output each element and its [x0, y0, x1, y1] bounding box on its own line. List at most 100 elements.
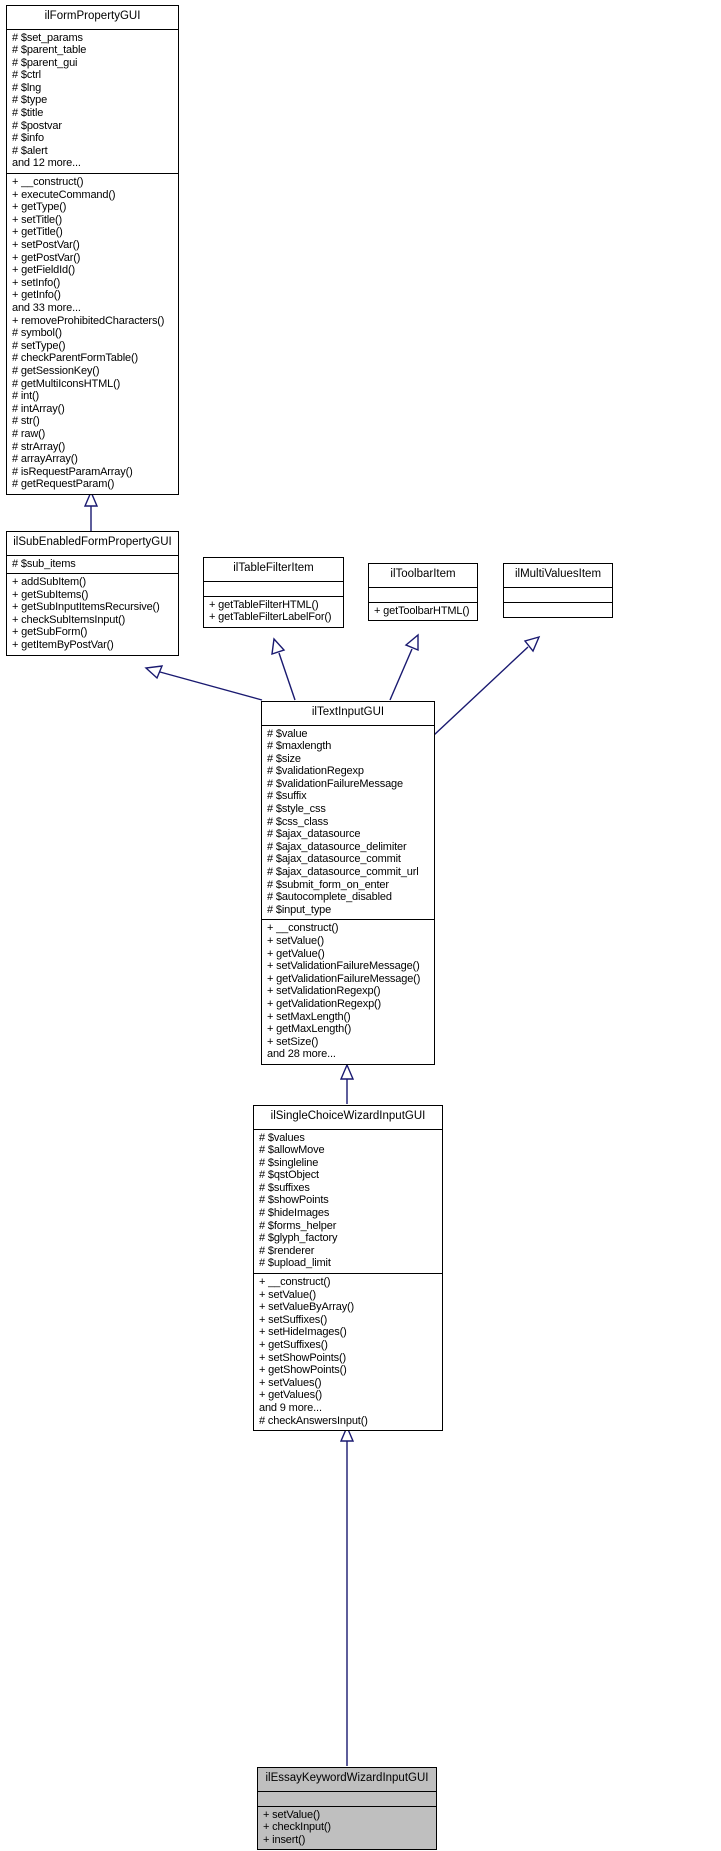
method-row: + setValue() — [267, 935, 324, 948]
method-more-row: and 33 more... — [12, 301, 81, 314]
edge-singlechoice-to-textinput — [339, 1063, 355, 1104]
method-row: + getSubInputItemsRecursive() — [12, 601, 160, 614]
attribute-row: # $value — [267, 727, 308, 740]
method-row: + getItemByPostVar() — [12, 639, 114, 652]
method-row: + getInfo() — [12, 289, 61, 302]
attribute-row: # $size — [267, 752, 301, 765]
method-row: + removeProhibitedCharacters() — [12, 314, 165, 327]
method-more-row: and 28 more... — [267, 1048, 336, 1061]
attribute-row: # $info — [12, 132, 44, 145]
method-row: # str() — [12, 415, 40, 428]
method-row: + __construct() — [259, 1276, 331, 1289]
edge-subenabled-to-formproperty — [83, 490, 99, 531]
class-title: ilTextInputGUI — [262, 702, 434, 726]
method-row: # intArray() — [12, 402, 65, 415]
class-title: ilSubEnabledFormPropertyGUI — [7, 532, 178, 556]
method-row: + getToolbarHTML() — [374, 604, 470, 617]
class-methods-empty — [504, 603, 612, 617]
method-row: # getMultiIconsHTML() — [12, 377, 121, 390]
method-row: + getPostVar() — [12, 251, 81, 264]
method-row: + getMaxLength() — [267, 1023, 352, 1036]
class-title: ilFormPropertyGUI — [7, 6, 178, 30]
method-row: # symbol() — [12, 327, 62, 340]
class-methods: + __construct() + setValue() + getValue(… — [262, 920, 434, 1064]
method-more-row: and 9 more... — [259, 1401, 322, 1414]
method-row: # setType() — [12, 339, 66, 352]
attribute-row: # $ajax_datasource_delimiter — [267, 840, 407, 853]
method-row: + setValues() — [259, 1376, 322, 1389]
class-node-ilSubEnabledFormPropertyGUI[interactable]: ilSubEnabledFormPropertyGUI # $sub_items… — [6, 531, 179, 656]
class-title: ilMultiValuesItem — [504, 564, 612, 588]
method-row: + setShowPoints() — [259, 1351, 347, 1364]
class-attributes: # $set_params # $parent_table # $parent_… — [7, 30, 178, 175]
method-row: + setValidationFailureMessage() — [267, 960, 420, 973]
attribute-row: # $input_type — [267, 903, 332, 916]
edge-textinput-to-tablefilteritem — [271, 637, 296, 701]
attribute-row: # $alert — [12, 144, 48, 157]
class-methods: + getToolbarHTML() — [369, 603, 477, 621]
attribute-row: # $validationRegexp — [267, 765, 364, 778]
method-row: + getFieldId() — [12, 264, 76, 277]
class-methods: + setValue() + checkInput() + insert() — [258, 1807, 436, 1850]
method-row: + checkSubItemsInput() — [12, 613, 126, 626]
class-title: ilToolbarItem — [369, 564, 477, 588]
method-row: + getTableFilterHTML() — [209, 598, 319, 611]
method-row: # int() — [12, 390, 40, 403]
method-row: + getValue() — [267, 947, 325, 960]
attribute-row: # $validationFailureMessage — [267, 777, 403, 790]
attribute-row: # $suffixes — [259, 1181, 310, 1194]
method-row: + checkInput() — [263, 1821, 331, 1834]
method-row: + getTableFilterLabelFor() — [209, 611, 332, 624]
class-attributes-empty — [369, 588, 477, 603]
class-methods: + __construct() + setValue() + setValueB… — [254, 1274, 442, 1430]
class-title: ilEssayKeywordWizardInputGUI — [258, 1768, 436, 1792]
class-attributes: # $sub_items — [7, 556, 178, 575]
class-node-ilTextInputGUI[interactable]: ilTextInputGUI # $value # $maxlength # $… — [261, 701, 435, 1065]
attribute-row: # $type — [12, 94, 48, 107]
attribute-more-row: and 12 more... — [12, 157, 81, 170]
method-row: + getType() — [12, 201, 67, 214]
method-row: + addSubItem() — [12, 576, 87, 589]
attribute-row: # $singleline — [259, 1156, 319, 1169]
method-row: + getTitle() — [12, 226, 63, 239]
method-row: + setValue() — [263, 1808, 320, 1821]
attribute-row: # $parent_gui — [12, 56, 78, 69]
method-row: + setInfo() — [12, 276, 61, 289]
class-node-ilMultiValuesItem[interactable]: ilMultiValuesItem — [503, 563, 613, 618]
class-attributes: # $values # $allowMove # $singleline # $… — [254, 1130, 442, 1275]
class-node-ilTableFilterItem[interactable]: ilTableFilterItem + getTableFilterHTML()… — [203, 557, 344, 628]
method-row: + __construct() — [267, 922, 339, 935]
attribute-row: # $css_class — [267, 815, 329, 828]
attribute-row: # $ajax_datasource_commit — [267, 853, 401, 866]
method-row: # checkParentFormTable() — [12, 352, 139, 365]
method-row: + __construct() — [12, 176, 84, 189]
method-row: + getValidationRegexp() — [267, 997, 382, 1010]
class-methods: + getTableFilterHTML() + getTableFilterL… — [204, 597, 343, 627]
class-title: ilSingleChoiceWizardInputGUI — [254, 1106, 442, 1130]
attribute-row: # $set_params — [12, 31, 83, 44]
method-row: + getValues() — [259, 1389, 322, 1402]
method-row: + getSuffixes() — [259, 1339, 328, 1352]
method-row: + setValidationRegexp() — [267, 985, 381, 998]
class-node-ilEssayKeywordWizardInputGUI[interactable]: ilEssayKeywordWizardInputGUI + setValue(… — [257, 1767, 437, 1851]
attribute-row: # $ctrl — [12, 69, 41, 82]
attribute-row: # $ajax_datasource — [267, 828, 361, 841]
method-row: # strArray() — [12, 440, 66, 453]
class-node-ilToolbarItem[interactable]: ilToolbarItem + getToolbarHTML() — [368, 563, 478, 622]
attribute-row: # $title — [12, 107, 44, 120]
method-row: + insert() — [263, 1833, 306, 1846]
attribute-row: # $qstObject — [259, 1169, 319, 1182]
class-node-ilFormPropertyGUI[interactable]: ilFormPropertyGUI # $set_params # $paren… — [6, 5, 179, 495]
class-methods: + __construct() + executeCommand() + get… — [7, 174, 178, 494]
method-row: + setMaxLength() — [267, 1010, 351, 1023]
method-row: + setHideImages() — [259, 1326, 347, 1339]
attribute-row: # $suffix — [267, 790, 307, 803]
method-row: + setSuffixes() — [259, 1313, 328, 1326]
attribute-row: # $sub_items — [12, 557, 76, 570]
attribute-row: # $upload_limit — [259, 1257, 331, 1270]
attribute-row: # $maxlength — [267, 740, 332, 753]
class-node-ilSingleChoiceWizardInputGUI[interactable]: ilSingleChoiceWizardInputGUI # $values #… — [253, 1105, 443, 1432]
method-row: + setSize() — [267, 1035, 319, 1048]
class-attributes-empty — [204, 582, 343, 597]
